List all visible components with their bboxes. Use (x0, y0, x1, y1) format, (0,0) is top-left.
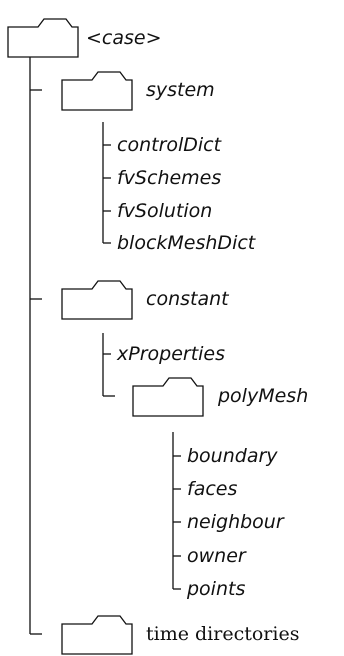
file-label: neighbour (187, 511, 285, 533)
polyMesh-label: polyMesh (217, 385, 308, 407)
folder-icon (61, 71, 133, 111)
folder-icon (132, 377, 204, 417)
file-label: boundary (187, 445, 278, 467)
file-label: blockMeshDict (117, 232, 257, 254)
folder-icon (7, 18, 79, 58)
file-label: points (186, 578, 245, 600)
folder-icon (61, 615, 133, 655)
tree-connectors (29, 56, 181, 635)
file-label: faces (187, 478, 237, 500)
file-label: owner (187, 545, 247, 567)
root-label: <case> (86, 27, 162, 49)
file-label: xProperties (116, 343, 225, 365)
file-label: fvSchemes (117, 167, 221, 189)
constant-label: constant (146, 288, 230, 310)
time-directories-label: time directories (146, 623, 299, 645)
folder-icon (61, 280, 133, 320)
file-label: fvSolution (117, 200, 212, 222)
file-label: controlDict (117, 134, 223, 156)
system-label: system (146, 79, 215, 101)
